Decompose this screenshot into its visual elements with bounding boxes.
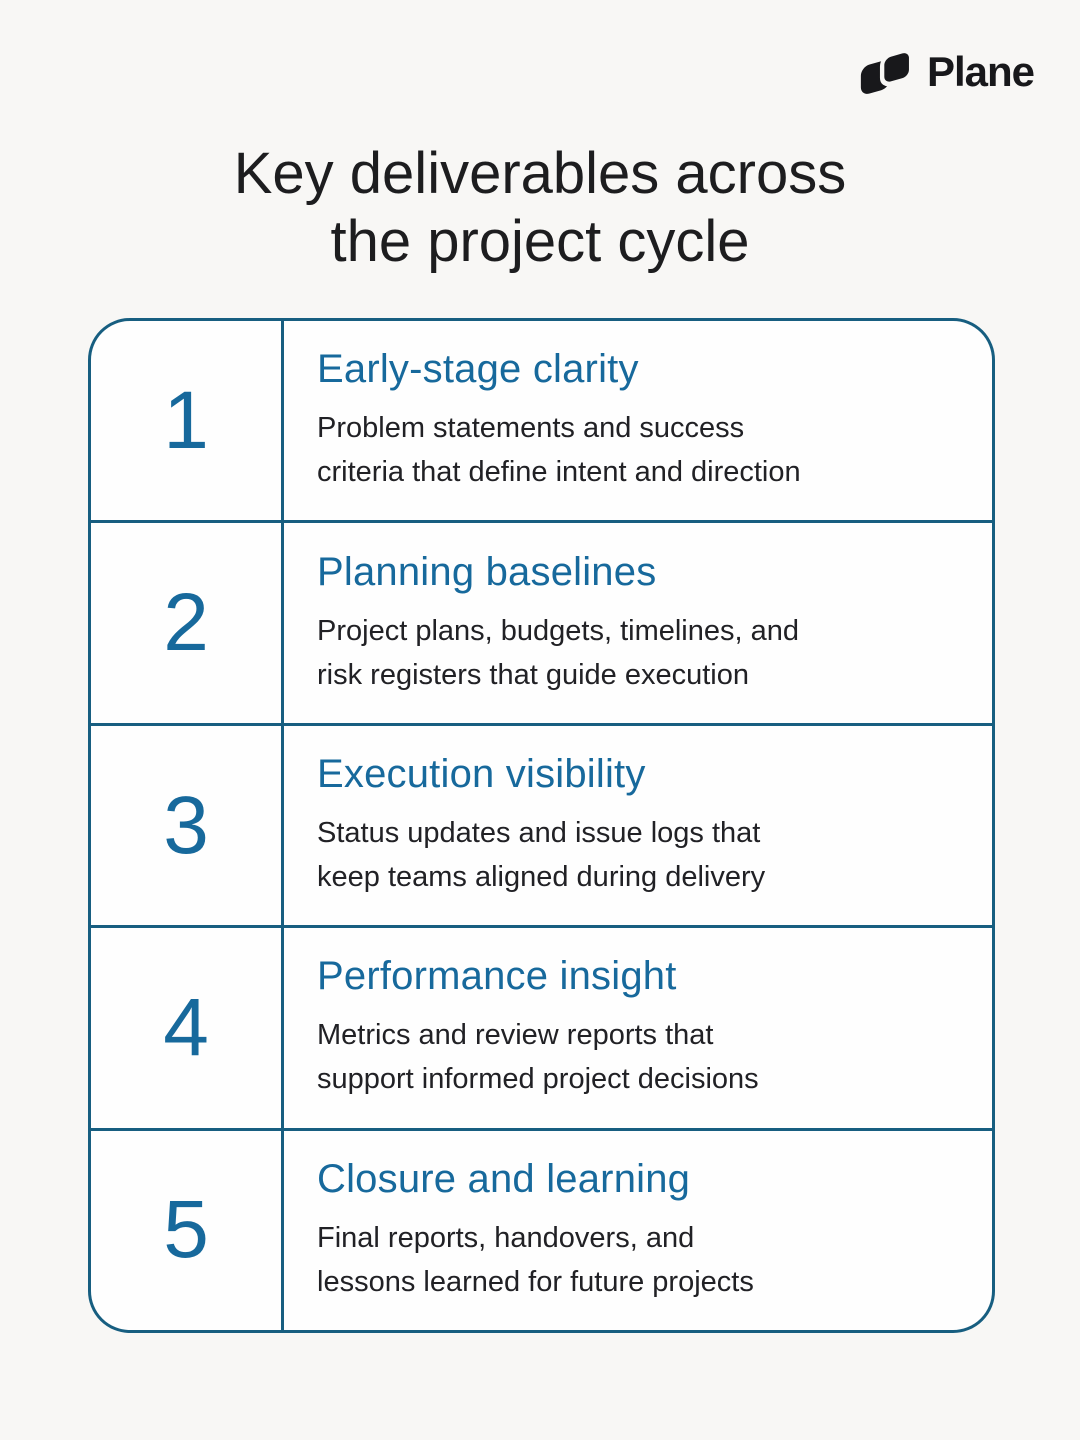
row-description-line: lessons learned for future projects xyxy=(317,1265,754,1298)
row-content: Closure and learning Final reports, hand… xyxy=(284,1131,992,1330)
row-description: Problem statements and success criteria … xyxy=(317,406,964,494)
row-description-line: Final reports, handovers, and xyxy=(317,1221,695,1254)
row-description-line: support informed project decisions xyxy=(317,1063,759,1096)
plane-logo: Plane xyxy=(857,46,1035,98)
row-description: Project plans, budgets, timelines, and r… xyxy=(317,609,964,697)
row-heading: Early-stage clarity xyxy=(317,347,639,392)
row-content: Performance insight Metrics and review r… xyxy=(284,928,992,1127)
row-description-line: Metrics and review reports that xyxy=(317,1019,714,1052)
table-row: 4 Performance insight Metrics and review… xyxy=(91,928,992,1131)
row-heading: Planning baselines xyxy=(317,549,657,594)
row-content: Execution visibility Status updates and … xyxy=(284,726,992,925)
row-heading: Performance insight xyxy=(317,954,677,999)
row-description-line: risk registers that guide execution xyxy=(317,658,749,691)
row-description: Status updates and issue logs that keep … xyxy=(317,811,964,899)
table-row: 3 Execution visibility Status updates an… xyxy=(91,725,992,929)
deliverables-table: 1 Early-stage clarity Problem statements… xyxy=(88,318,995,1333)
row-number: 2 xyxy=(91,523,284,723)
row-content: Planning baselines Project plans, budget… xyxy=(284,523,992,722)
row-description-line: criteria that define intent and directio… xyxy=(317,456,801,489)
row-heading: Closure and learning xyxy=(317,1156,691,1201)
row-number: 5 xyxy=(91,1130,284,1330)
row-number: 3 xyxy=(91,725,284,926)
row-description: Metrics and review reports that support … xyxy=(317,1013,964,1101)
brand-name: Plane xyxy=(926,48,1035,95)
table-row: 1 Early-stage clarity Problem statements… xyxy=(91,321,992,524)
row-description: Final reports, handovers, and lessons le… xyxy=(317,1216,964,1304)
row-number: 4 xyxy=(91,928,284,1128)
row-description-line: keep teams aligned during delivery xyxy=(317,861,766,894)
row-number: 1 xyxy=(91,321,284,521)
row-heading: Execution visibility xyxy=(317,752,646,797)
page-title-line-1: Key deliverables across xyxy=(233,141,847,206)
row-content: Early-stage clarity Problem statements a… xyxy=(284,321,992,520)
row-description-line: Problem statements and success xyxy=(317,412,745,445)
page-title-line-2: the project cycle xyxy=(330,209,750,274)
row-description-line: Project plans, budgets, timelines, and xyxy=(317,614,799,647)
table-row: 5 Closure and learning Final reports, ha… xyxy=(91,1130,992,1330)
table-row: 2 Planning baselines Project plans, budg… xyxy=(91,523,992,726)
page-title: Key deliverables across the project cycl… xyxy=(0,140,1080,276)
row-description-line: Status updates and issue logs that xyxy=(317,817,761,850)
plane-logo-icon xyxy=(860,48,914,94)
